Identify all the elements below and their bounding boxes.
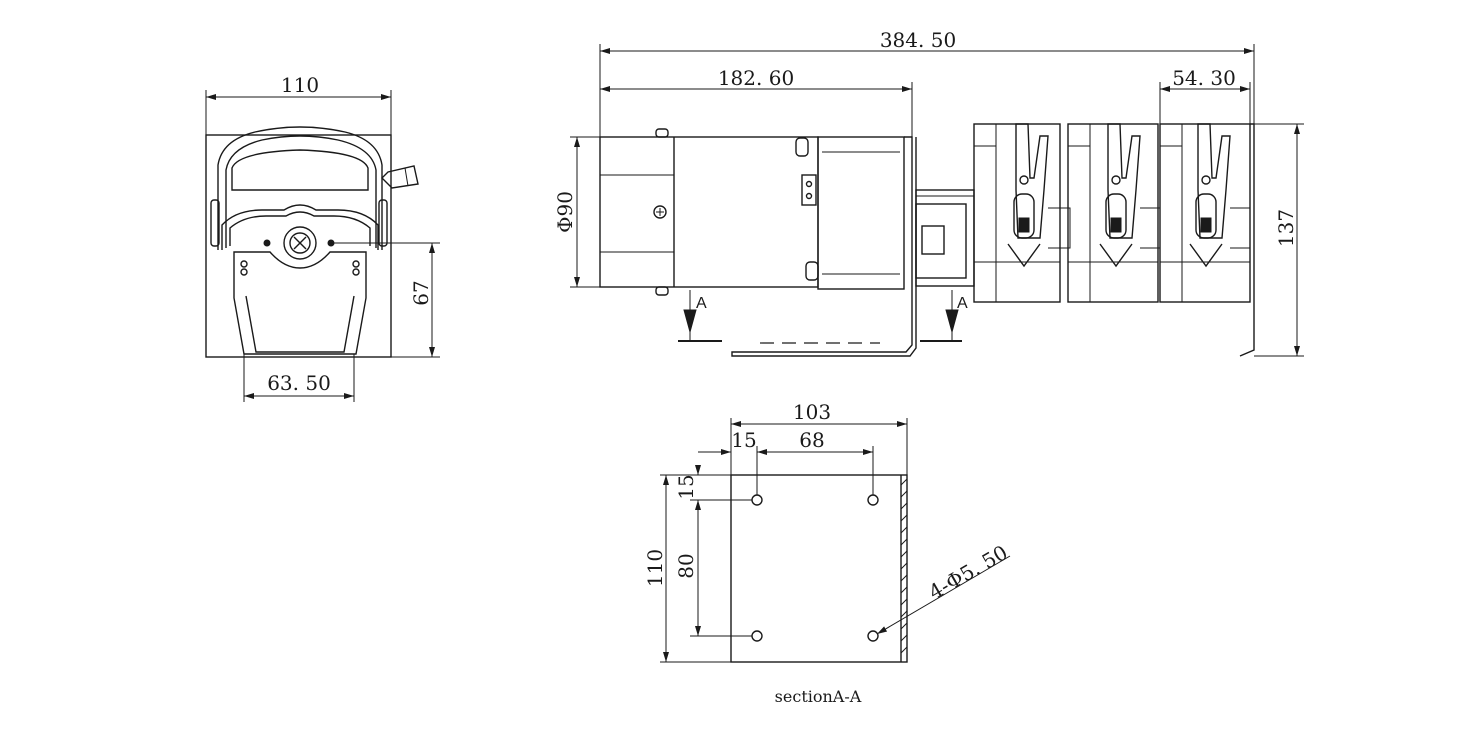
mounting-hole-top-right	[867, 494, 879, 506]
bracket-hole-spacing-y-label: 80	[674, 553, 698, 578]
side-motor-body	[599, 136, 819, 288]
side-head-label: 54. 30	[1172, 66, 1236, 90]
side-pump-head-2	[1067, 123, 1161, 303]
front-tube-clamp	[233, 251, 367, 355]
hole-callout-label: 4-Φ5. 50	[925, 540, 1012, 604]
side-overall-label: 384. 50	[880, 28, 956, 52]
front-width-label: 110	[281, 73, 319, 97]
bracket-offset-x-label: 15	[731, 428, 756, 452]
side-view: A A 384. 50 182. 60 54. 30 Φ90 137	[553, 28, 1304, 357]
front-left-latch	[210, 199, 220, 247]
front-lever	[381, 165, 419, 189]
side-gearbox	[817, 136, 905, 290]
front-tube-width-label: 63. 50	[267, 371, 331, 395]
side-pump-head-3	[1159, 123, 1251, 303]
front-right-latch	[378, 199, 388, 247]
bracket-height-label: 110	[643, 549, 667, 587]
side-bracket	[731, 136, 917, 357]
section-mark-left: A	[696, 295, 707, 312]
section-mark-right: A	[957, 295, 968, 312]
bracket-view: 103 15 68 110 15 80 4-Φ5. 50 sectionA-A	[643, 400, 1012, 706]
side-motor-label: 182. 60	[718, 66, 794, 90]
side-diameter-label: Φ90	[553, 191, 577, 233]
section-caption: sectionA-A	[775, 687, 862, 706]
side-end-plate	[1239, 123, 1255, 357]
front-rotor-outer	[283, 226, 317, 260]
bracket-width-label: 103	[793, 400, 831, 424]
front-rotor-cover	[221, 204, 379, 250]
side-height-label: 137	[1274, 209, 1298, 247]
front-height-label: 67	[409, 280, 433, 305]
bracket-hole-spacing-x-label: 68	[799, 428, 824, 452]
mounting-hole-bottom-right	[867, 630, 879, 642]
mounting-hole-top-left	[751, 494, 763, 506]
mounting-hole-bottom-left	[751, 630, 763, 642]
bracket-offset-y-label: 15	[674, 474, 698, 499]
front-base-plate	[205, 134, 392, 358]
hole-leader-line	[876, 555, 1011, 635]
front-view: 110 67 63. 50	[205, 73, 440, 402]
front-window	[231, 149, 369, 191]
side-pump-head-1	[973, 123, 1071, 303]
side-motor-screw	[653, 205, 667, 219]
front-pump-head	[217, 126, 383, 250]
bracket-plate	[730, 474, 908, 663]
